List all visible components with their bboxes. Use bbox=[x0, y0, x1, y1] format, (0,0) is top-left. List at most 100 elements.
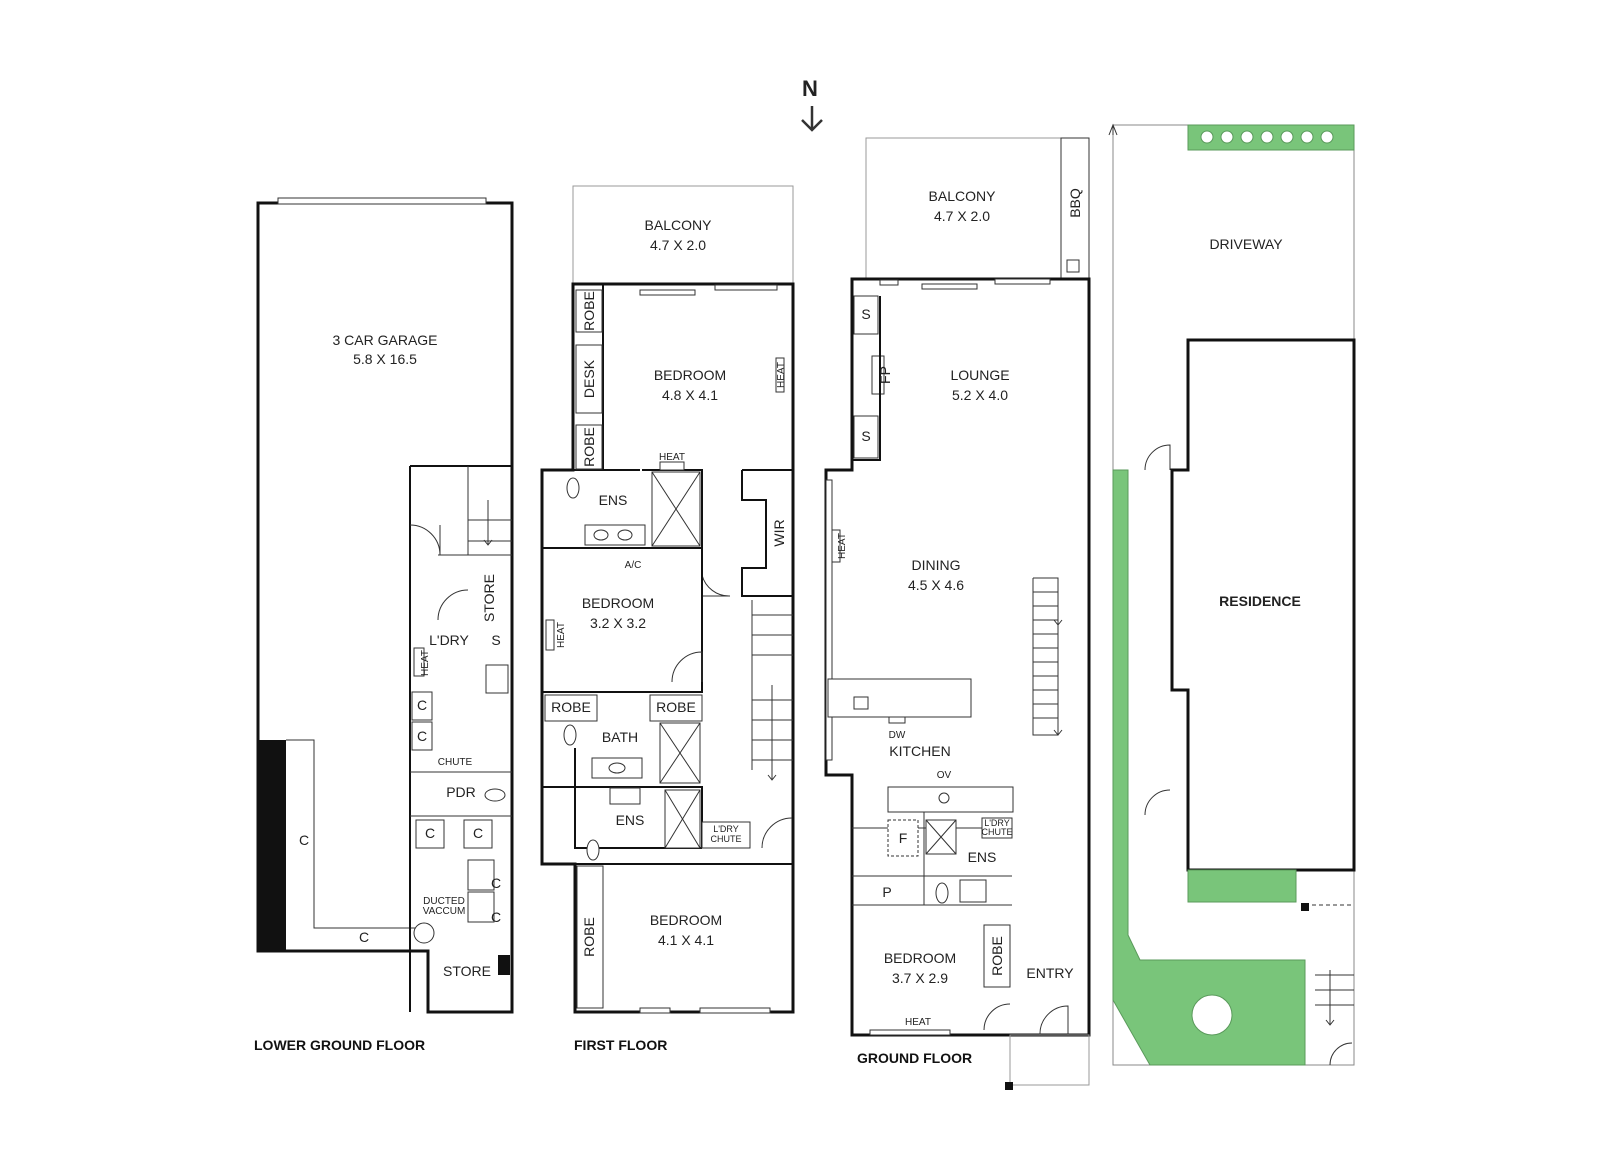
side-garden bbox=[1112, 469, 1306, 1066]
rear-garden-bed bbox=[1187, 869, 1297, 903]
ground-slider-3 bbox=[994, 278, 1051, 285]
kitchen-label: KITCHEN bbox=[889, 743, 950, 759]
north-arrow-icon bbox=[801, 106, 823, 132]
ground-window bbox=[869, 1029, 951, 1036]
site-plan: DRIVEWAY RESIDENCE bbox=[1108, 123, 1356, 1066]
first-ldry-line2: CHUTE bbox=[711, 834, 742, 844]
robe-3 bbox=[544, 694, 598, 722]
ground-slider-2 bbox=[921, 283, 978, 290]
robe-3-label: ROBE bbox=[551, 699, 591, 715]
p-label: P bbox=[882, 884, 891, 900]
bbq-label: BBQ bbox=[1067, 188, 1083, 218]
ground-ens-label: ENS bbox=[968, 849, 997, 865]
desk bbox=[575, 344, 603, 414]
toilet-icon-ground-ens bbox=[935, 882, 949, 904]
lg-c8-label: C bbox=[359, 929, 369, 945]
garage-door bbox=[277, 197, 487, 205]
garage-size: 5.8 X 16.5 bbox=[353, 351, 417, 367]
ground-vanity bbox=[959, 879, 987, 903]
bedroom1-name: BEDROOM bbox=[654, 367, 726, 383]
dining-size: 4.5 X 4.6 bbox=[908, 577, 964, 593]
toilet-icon-ens1 bbox=[566, 477, 580, 499]
ground-ldry-line2: CHUTE bbox=[982, 827, 1013, 837]
ground-s1-label: S bbox=[861, 306, 870, 322]
ground-balcony-size: 4.7 X 2.0 bbox=[934, 208, 990, 224]
first-floor-title: FIRST FLOOR bbox=[574, 1037, 667, 1053]
heat-label-bed2: HEAT bbox=[556, 622, 567, 648]
wir-door bbox=[701, 574, 731, 597]
bed2-door bbox=[671, 651, 703, 683]
cooktop-icon bbox=[938, 792, 950, 804]
ground-stairs bbox=[1032, 577, 1059, 736]
lower-ground-title: LOWER GROUND FLOOR bbox=[254, 1037, 425, 1053]
residence-outline bbox=[1170, 338, 1356, 872]
storage-s1 bbox=[853, 295, 879, 335]
garage-name: 3 CAR GARAGE bbox=[332, 332, 437, 348]
chute-label: CHUTE bbox=[438, 757, 473, 768]
slider-door-2 bbox=[714, 284, 778, 291]
heat-unit-bed1 bbox=[775, 357, 785, 393]
heater-lg bbox=[413, 647, 425, 677]
robe-5-label: ROBE bbox=[581, 917, 597, 957]
desk-label: DESK bbox=[581, 359, 597, 398]
f-label: F bbox=[899, 830, 908, 846]
robe-1 bbox=[575, 289, 603, 333]
basin-icon bbox=[593, 529, 609, 541]
store-solid-block bbox=[498, 955, 510, 975]
ground-floor-outline bbox=[824, 277, 1091, 1037]
window-bed3 bbox=[699, 1007, 771, 1014]
lg-c4-label: C bbox=[491, 909, 501, 925]
ground-robe-label: ROBE bbox=[989, 936, 1005, 976]
first-floor: BALCONY 4.7 X 2.0 ROBE DESK ROBE BEDROOM… bbox=[540, 185, 795, 1053]
island-sink bbox=[853, 696, 869, 710]
lg-heat-label: HEAT bbox=[420, 650, 431, 676]
lounge-size: 5.2 X 4.0 bbox=[952, 387, 1008, 403]
first-balcony-name: BALCONY bbox=[645, 217, 713, 233]
bed3-door bbox=[761, 817, 793, 849]
site-meter bbox=[1301, 903, 1309, 911]
bath-label: BATH bbox=[602, 729, 638, 745]
robe-4 bbox=[649, 694, 703, 722]
robe-4-label: ROBE bbox=[656, 699, 696, 715]
entry-label: ENTRY bbox=[1026, 965, 1074, 981]
cupboard-c2 bbox=[411, 721, 433, 751]
ens1-label: ENS bbox=[599, 492, 628, 508]
heat-unit-dining bbox=[831, 529, 841, 563]
shower-1-cross bbox=[651, 471, 701, 547]
ground-slider-1 bbox=[879, 279, 899, 286]
cupboard-c3 bbox=[467, 859, 495, 891]
first-balcony-size: 4.7 X 2.0 bbox=[650, 237, 706, 253]
bedroom3-name: BEDROOM bbox=[650, 912, 722, 928]
lounge-nib bbox=[852, 296, 881, 461]
robe-2 bbox=[575, 424, 603, 470]
ground-bedroom-size: 3.7 X 2.9 bbox=[892, 970, 948, 986]
ov-label: OV bbox=[937, 770, 952, 781]
ground-floor: BALCONY 4.7 X 2.0 BBQ S FP S LOUNGE 5.2 … bbox=[824, 137, 1091, 1090]
lg-c1-label: C bbox=[417, 697, 427, 713]
storage-s2 bbox=[853, 415, 879, 459]
site-arrow-icon bbox=[1108, 123, 1118, 136]
cupboard-c5 bbox=[415, 819, 445, 849]
ground-bedroom-name: BEDROOM bbox=[884, 950, 956, 966]
compass: N bbox=[801, 76, 823, 132]
lg-c5-label: C bbox=[425, 825, 435, 841]
bedroom3-size: 4.1 X 4.1 bbox=[658, 932, 714, 948]
entry-door bbox=[1039, 1005, 1069, 1036]
ensuite-door bbox=[983, 1003, 1011, 1031]
lg-c6-label: C bbox=[473, 825, 483, 841]
shower-2-cross bbox=[659, 722, 701, 784]
garage-storage-line bbox=[286, 739, 428, 929]
ground-stair-arrows-icon bbox=[1053, 600, 1063, 736]
dining-window bbox=[825, 479, 833, 761]
cupboard-c1 bbox=[411, 691, 433, 721]
robe-2-label: ROBE bbox=[581, 427, 597, 467]
stair-arrow-icon bbox=[483, 500, 493, 546]
ac-label: A/C bbox=[625, 560, 642, 571]
ground-ldry-line1: L'DRY bbox=[984, 818, 1010, 828]
letterbox bbox=[1005, 1082, 1013, 1090]
ldry-chute-box bbox=[701, 821, 751, 849]
vacuum-icon bbox=[413, 922, 435, 944]
ens2-label: ENS bbox=[616, 812, 645, 828]
entry-porch bbox=[1009, 1034, 1090, 1086]
heat-unit-bed3 bbox=[639, 1007, 671, 1014]
